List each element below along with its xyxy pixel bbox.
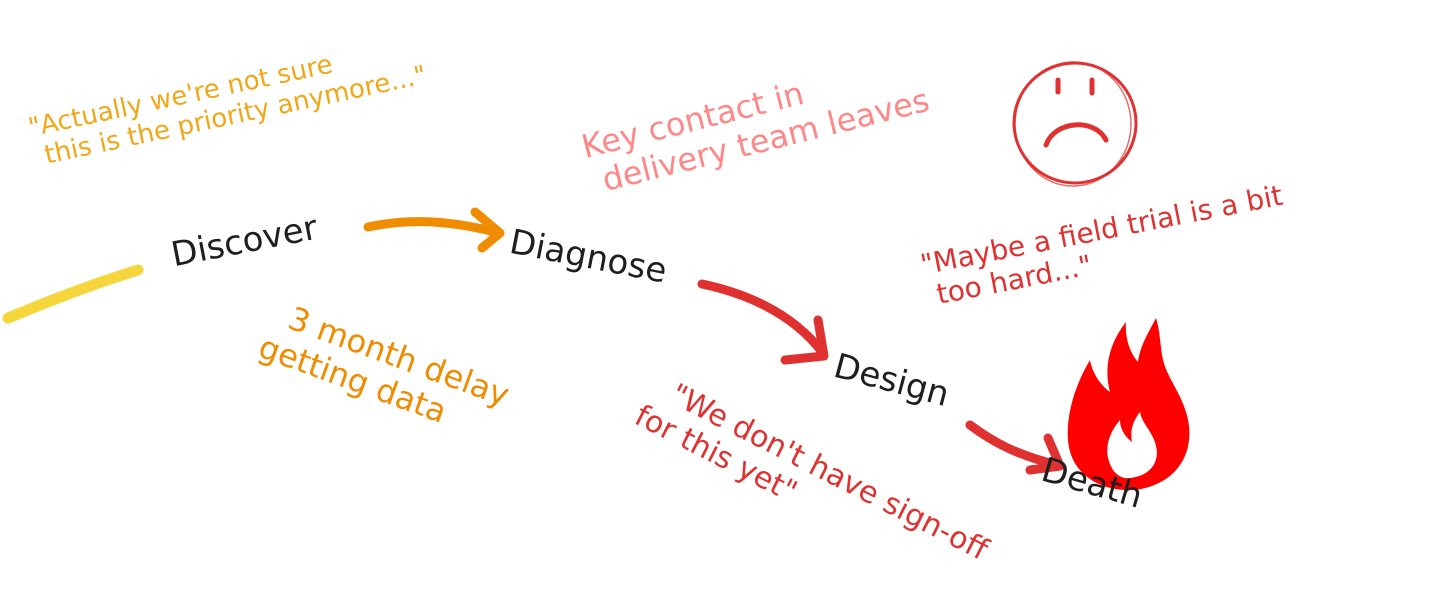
- arrow-discover-to-diagnose: [363, 207, 505, 253]
- arrow-diagnose-to-design: [697, 279, 829, 365]
- lead-in-stroke: [2, 264, 144, 324]
- arrow-design-to-death: [965, 420, 1065, 475]
- sad-face-icon: [1012, 61, 1138, 187]
- fire-icon: [1067, 318, 1190, 491]
